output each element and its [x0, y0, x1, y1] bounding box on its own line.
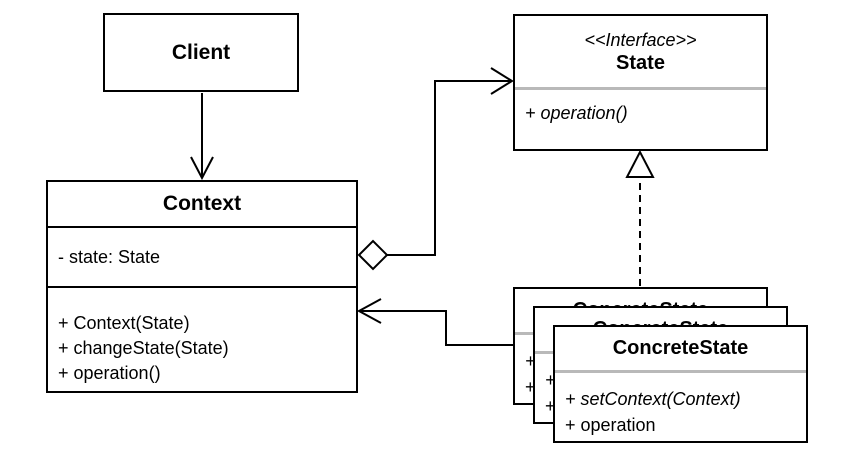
open-arrowhead	[490, 67, 514, 95]
class-name: Context	[48, 182, 356, 228]
method-item: + operation	[565, 415, 656, 435]
aggregation-context-state	[357, 67, 514, 271]
interface-stereotype: <<Interface>>	[584, 29, 697, 50]
methods-compartment: + setContext(Context) + operation	[555, 373, 806, 438]
open-arrowhead	[356, 298, 382, 324]
attribute-item: - state: State	[58, 246, 161, 267]
method-item: + Context(State)	[58, 313, 190, 333]
class-header: <<Interface>> State	[515, 16, 766, 90]
class-name: Client	[171, 40, 231, 64]
methods-compartment: + Context(State) + changeState(State) + …	[48, 288, 356, 386]
class-box-state: <<Interface>> State + operation()	[513, 14, 768, 151]
methods-compartment: + operation()	[515, 90, 766, 124]
association-client-context	[190, 93, 214, 181]
attributes-compartment: - state: State	[48, 228, 356, 288]
class-box-context: Context - state: State + Context(State) …	[46, 180, 358, 393]
class-name: ConcreteState	[555, 327, 806, 373]
method-item: + operation()	[58, 363, 161, 383]
method-item: + operation()	[525, 103, 628, 123]
open-arrowhead	[190, 156, 214, 181]
class-box-concretestate-front: ConcreteState + setContext(Context) + op…	[553, 325, 808, 443]
method-item: + changeState(State)	[58, 338, 229, 358]
class-box-client: Client	[103, 13, 299, 92]
hollow-diamond	[357, 239, 389, 271]
hollow-triangle	[625, 149, 655, 178]
realization-concretestate-state	[625, 149, 655, 286]
class-name: State	[616, 51, 665, 74]
association-concretestate-context	[356, 298, 513, 346]
method-item: + setContext(Context)	[565, 389, 741, 409]
